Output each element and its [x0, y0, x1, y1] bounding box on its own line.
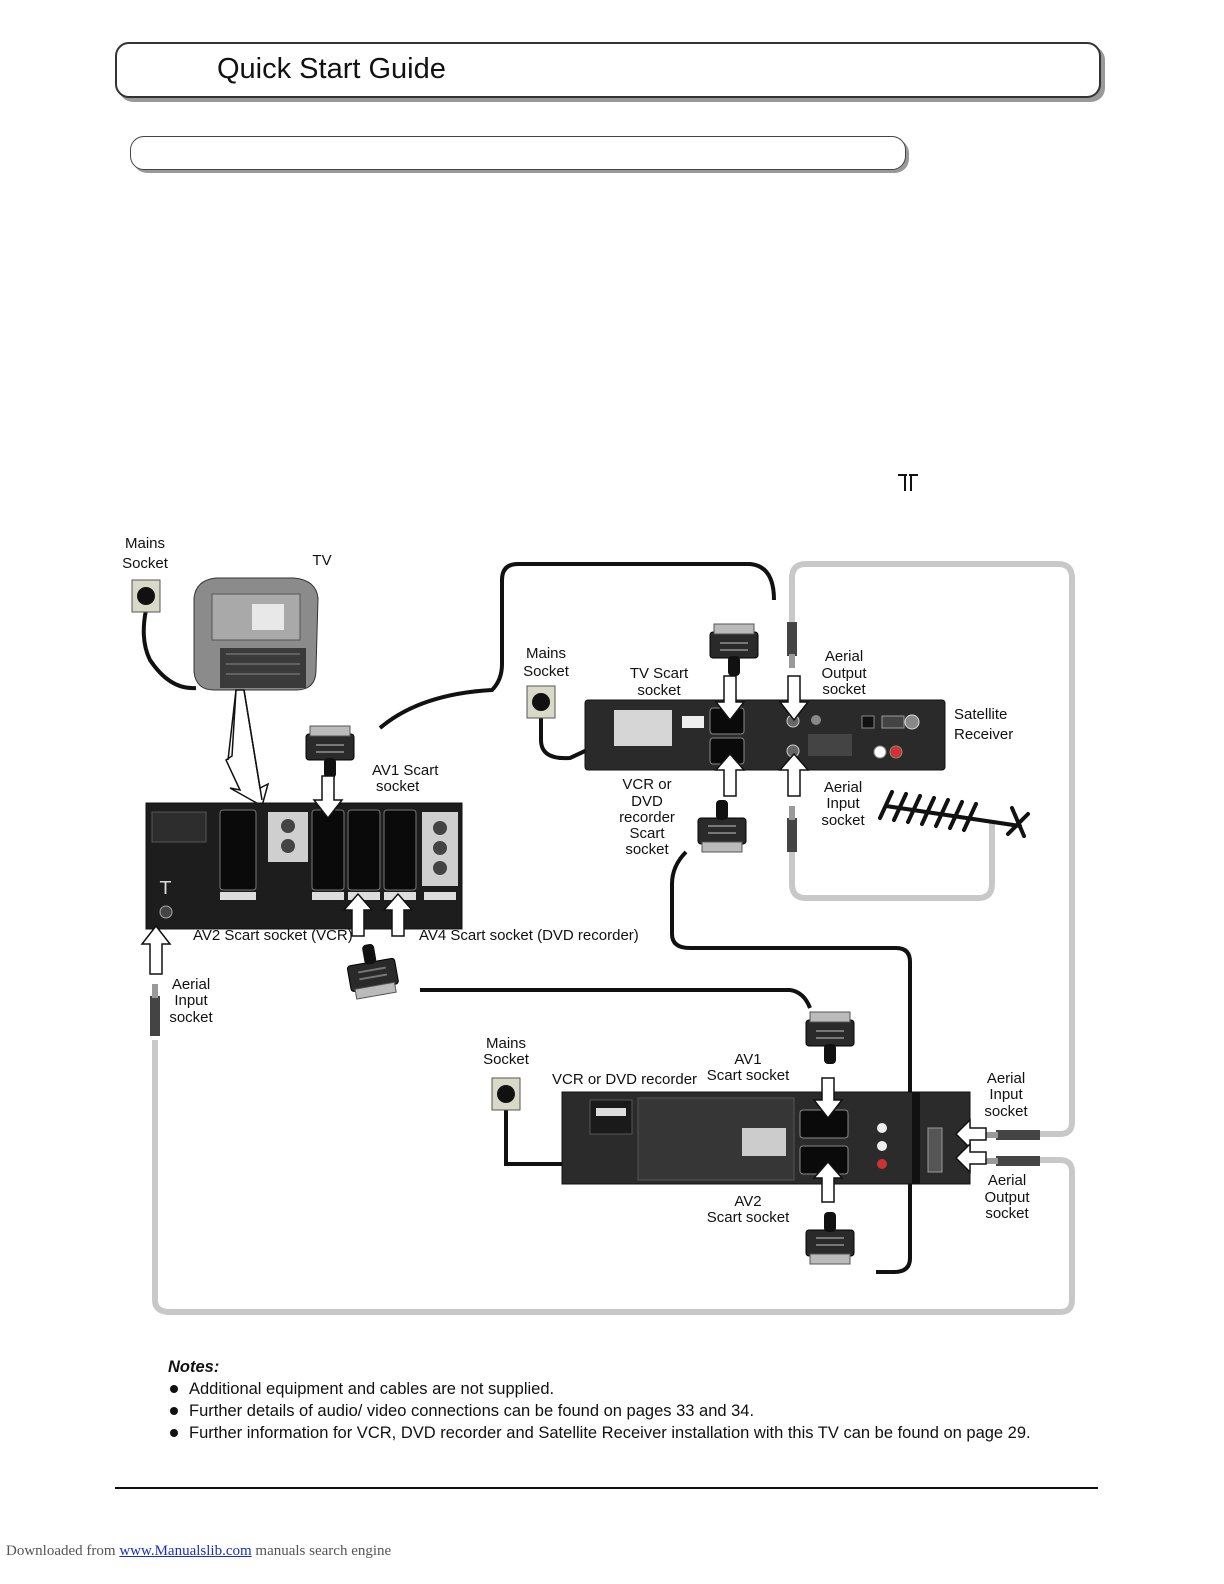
aerial-cable-vcr-to-tv	[152, 1040, 1075, 1315]
footer-suffix: manuals search engine	[251, 1543, 392, 1559]
notes-list: Additional equipment and cables are not …	[168, 1378, 1031, 1444]
aerial-cable-sat-to-vcr	[789, 561, 1075, 1137]
label-aerial-input-tv: Aerial	[172, 976, 210, 993]
arrow-icon-vcr-aerial-out	[954, 1142, 987, 1174]
label-vcr-dvd-scart: recorder	[619, 809, 675, 826]
label-tv-scart: socket	[637, 682, 681, 699]
label-aerial-output-sat: Output	[821, 665, 867, 682]
scart-plug-icon-sat-vcr	[697, 799, 747, 853]
label-vcr-dvd-scart: socket	[625, 841, 669, 858]
label-tv: TV	[312, 552, 331, 569]
mains-cable-sat	[539, 716, 599, 761]
arrow-icon-vcr-aerial-in	[954, 1118, 987, 1150]
scart-plug-icon-tv-av2	[342, 939, 402, 1001]
arrow-icon-vcr-av1	[812, 1077, 844, 1120]
arrow-icon-sat-aerial-in	[778, 752, 810, 797]
notes-title: Notes:	[168, 1358, 220, 1376]
page-title: Quick Start Guide	[217, 53, 446, 85]
satellite-receiver-image	[584, 699, 946, 771]
scart-plug-icon-sat-tv	[709, 623, 759, 677]
scart-plug-icon-vcr-av2	[805, 1211, 855, 1265]
mains-plug-icon-tv	[131, 579, 161, 613]
label-aerial-input-vcr: socket	[984, 1103, 1028, 1120]
label-mains-vcr: Socket	[483, 1051, 530, 1068]
label-tv-scart: TV Scart	[630, 665, 689, 682]
label-av1-scart: AV1 Scart	[372, 762, 439, 779]
arrow-icon-tv-av1	[312, 775, 344, 820]
aerial-cable-antenna-to-sat	[789, 822, 995, 901]
connection-diagram: T	[122, 535, 1075, 1315]
label-mains-sat: Socket	[523, 663, 570, 680]
label-aerial-output-vcr: Output	[984, 1189, 1030, 1206]
label-mains-tv: Mains	[125, 535, 165, 552]
label-aerial-output-vcr: socket	[985, 1205, 1029, 1222]
footer-prefix: Downloaded from	[6, 1543, 120, 1559]
label-aerial-output-sat: socket	[822, 681, 866, 698]
label-vcr-dvd-scart: DVD	[631, 793, 663, 810]
antenna-icon	[878, 790, 1030, 838]
label-vcr-dvd-scart: Scart	[629, 825, 665, 842]
label-vcr-av1: Scart socket	[707, 1067, 790, 1084]
label-satellite-receiver: Receiver	[954, 726, 1013, 743]
arrow-icon-sat-vcr	[714, 752, 746, 797]
label-vcr-dvd-recorder: VCR or DVD recorder	[552, 1071, 697, 1088]
arrow-icon-vcr-av2	[812, 1160, 844, 1203]
aerial-plug-icon-sat-out	[787, 622, 797, 668]
label-mains-tv: Socket	[122, 555, 169, 572]
aerial-plug-icon-vcr-out	[984, 1156, 1040, 1166]
list-item: Additional equipment and cables are not …	[168, 1378, 1031, 1400]
notes-section: Notes: Additional equipment and cables a…	[168, 1356, 1031, 1444]
label-mains-sat: Mains	[526, 645, 566, 662]
label-av1-scart: socket	[376, 778, 420, 795]
label-aerial-input-tv: socket	[169, 1009, 213, 1026]
manualslib-link[interactable]: www.Manualslib.com	[119, 1543, 252, 1559]
scart-plug-icon-vcr-av1	[805, 1011, 855, 1065]
label-mains-vcr: Mains	[486, 1035, 526, 1052]
mains-cable-tv	[141, 609, 197, 691]
scart-plug-icon-tv-av1	[305, 725, 355, 779]
label-vcr-dvd-scart: VCR or	[622, 776, 671, 793]
label-av2-scart-vcr: AV2 Scart socket (VCR)	[193, 927, 353, 944]
scart-cable-sat-to-vcr	[670, 850, 912, 1274]
label-vcr-av2: AV2	[734, 1193, 761, 1210]
label-vcr-av1: AV1	[734, 1051, 761, 1068]
label-aerial-input-vcr: Input	[989, 1086, 1023, 1103]
aerial-plug-icon-sat-in	[787, 806, 797, 852]
arrow-icon-sat-tv	[714, 675, 746, 722]
scart-cable-tv-to-vcr	[420, 988, 812, 1009]
aerial-plug-icon-tv-in	[150, 984, 160, 1036]
vcr-image	[561, 1091, 971, 1185]
label-aerial-input-sat: Input	[826, 795, 860, 812]
label-aerial-input-tv: Input	[174, 992, 208, 1009]
label-av4-scart-dvd: AV4 Scart socket (DVD recorder)	[419, 927, 639, 944]
arrow-icon-tv-av2	[342, 892, 374, 937]
label-aerial-input-vcr: Aerial	[987, 1070, 1025, 1087]
arrow-icon-tv-av4	[382, 892, 414, 937]
label-aerial-output-sat: Aerial	[825, 648, 863, 665]
label-aerial-input-sat: Aerial	[824, 779, 862, 796]
list-item: Further details of audio/ video connecti…	[168, 1400, 1031, 1422]
label-vcr-av2: Scart socket	[707, 1209, 790, 1226]
footer: Downloaded from www.Manualslib.com manua…	[6, 1543, 391, 1560]
list-item: Further information for VCR, DVD recorde…	[168, 1422, 1031, 1444]
tv-rear-image	[193, 577, 319, 691]
aerial-plug-icon-vcr-in	[984, 1130, 1040, 1140]
arrow-icon-tv-aerial-in	[140, 924, 172, 975]
label-satellite-receiver: Satellite	[954, 706, 1007, 723]
tv-rear-panel-zoom: T	[145, 802, 463, 930]
mains-plug-icon-sat	[526, 685, 556, 719]
footer-rule	[115, 1487, 1098, 1489]
section-banner	[130, 136, 906, 170]
svg-text:T: T	[159, 878, 172, 899]
scart-cable-tv-to-sat	[378, 562, 776, 730]
label-aerial-input-sat: socket	[821, 812, 865, 829]
header-banner: Quick Start Guide	[115, 42, 1101, 98]
mains-plug-icon-vcr	[491, 1077, 521, 1111]
label-aerial-output-vcr: Aerial	[988, 1172, 1026, 1189]
arrow-icon-sat-aerial-out	[778, 675, 810, 722]
aerial-symbol-icon	[896, 472, 920, 495]
